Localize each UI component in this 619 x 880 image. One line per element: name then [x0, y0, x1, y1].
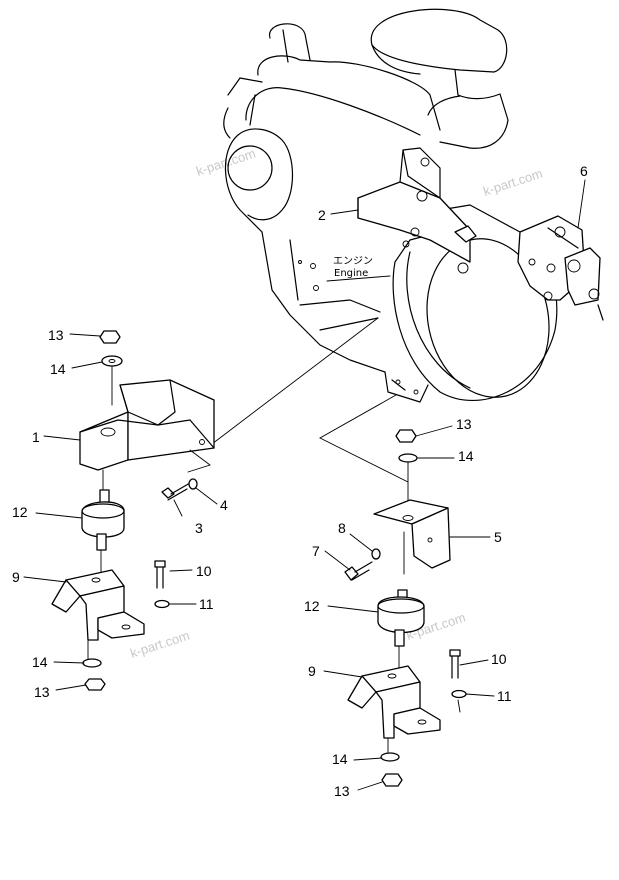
right-bolt-7 [344, 566, 359, 581]
callout-2: 2 [318, 207, 326, 223]
callout-14-left-bottom: 14 [32, 654, 48, 670]
right-top-washer [398, 453, 418, 463]
right-mount-stud-bottom [394, 629, 405, 647]
left-top-nut [99, 330, 121, 344]
callout-leaders [23, 179, 586, 791]
callout-9-right: 9 [308, 663, 316, 679]
left-bottom-washer [82, 658, 102, 668]
right-washer-8 [371, 548, 381, 560]
left-bolt-10 [154, 560, 166, 568]
callout-14-left-top: 14 [50, 361, 66, 377]
callout-9-left: 9 [12, 569, 20, 585]
callout-1: 1 [32, 429, 40, 445]
callout-12-left: 12 [12, 504, 28, 520]
engine-label-jp: エンジン [333, 256, 373, 267]
callout-11-right: 11 [497, 688, 512, 704]
right-top-nut [395, 429, 417, 443]
callout-13-left-top: 13 [48, 327, 64, 343]
left-top-washer [101, 355, 123, 367]
left-washer-11 [154, 599, 170, 609]
engine-illustration [223, 8, 604, 403]
callout-13-right-top: 13 [456, 416, 472, 432]
right-bottom-washer [380, 752, 400, 762]
callout-8: 8 [338, 520, 346, 536]
callout-5: 5 [494, 529, 502, 545]
left-washer-4 [188, 478, 198, 490]
callout-6: 6 [580, 163, 588, 179]
callout-12-right: 12 [304, 598, 320, 614]
right-bolt-10 [449, 649, 461, 657]
watermark-2: k-part.com [481, 166, 544, 199]
callout-14-right-bottom: 14 [332, 751, 348, 767]
callout-14-right-top: 14 [458, 448, 474, 464]
engine-label-en: Engine [334, 268, 368, 279]
leader-engine-to-bracket-5 [319, 394, 409, 483]
callout-10-right: 10 [491, 651, 507, 667]
callout-10-left: 10 [196, 563, 212, 579]
right-mount-assembly [344, 429, 467, 787]
right-washer-11 [451, 689, 467, 699]
left-mount-stud-bottom [96, 533, 107, 551]
callout-3: 3 [195, 520, 203, 536]
leader-engine-to-bracket-1 [211, 317, 379, 445]
left-mount-assembly [51, 330, 215, 691]
bracket-1 [79, 411, 129, 471]
callout-11-left: 11 [199, 596, 214, 612]
callout-7: 7 [312, 543, 320, 559]
callout-4: 4 [220, 497, 228, 513]
callout-numbers: 13 14 1 12 9 14 13 3 4 10 11 2 6 13 14 5… [12, 163, 588, 799]
callout-13-left-bottom: 13 [34, 684, 50, 700]
left-bottom-nut [84, 678, 106, 691]
left-bolt-3 [161, 487, 175, 499]
engine-label-underline [326, 275, 391, 282]
right-rubber-mount-12 [377, 596, 425, 634]
right-bottom-nut [381, 773, 403, 787]
callout-13-right-bottom: 13 [334, 783, 350, 799]
left-rubber-mount-12 [81, 501, 125, 538]
